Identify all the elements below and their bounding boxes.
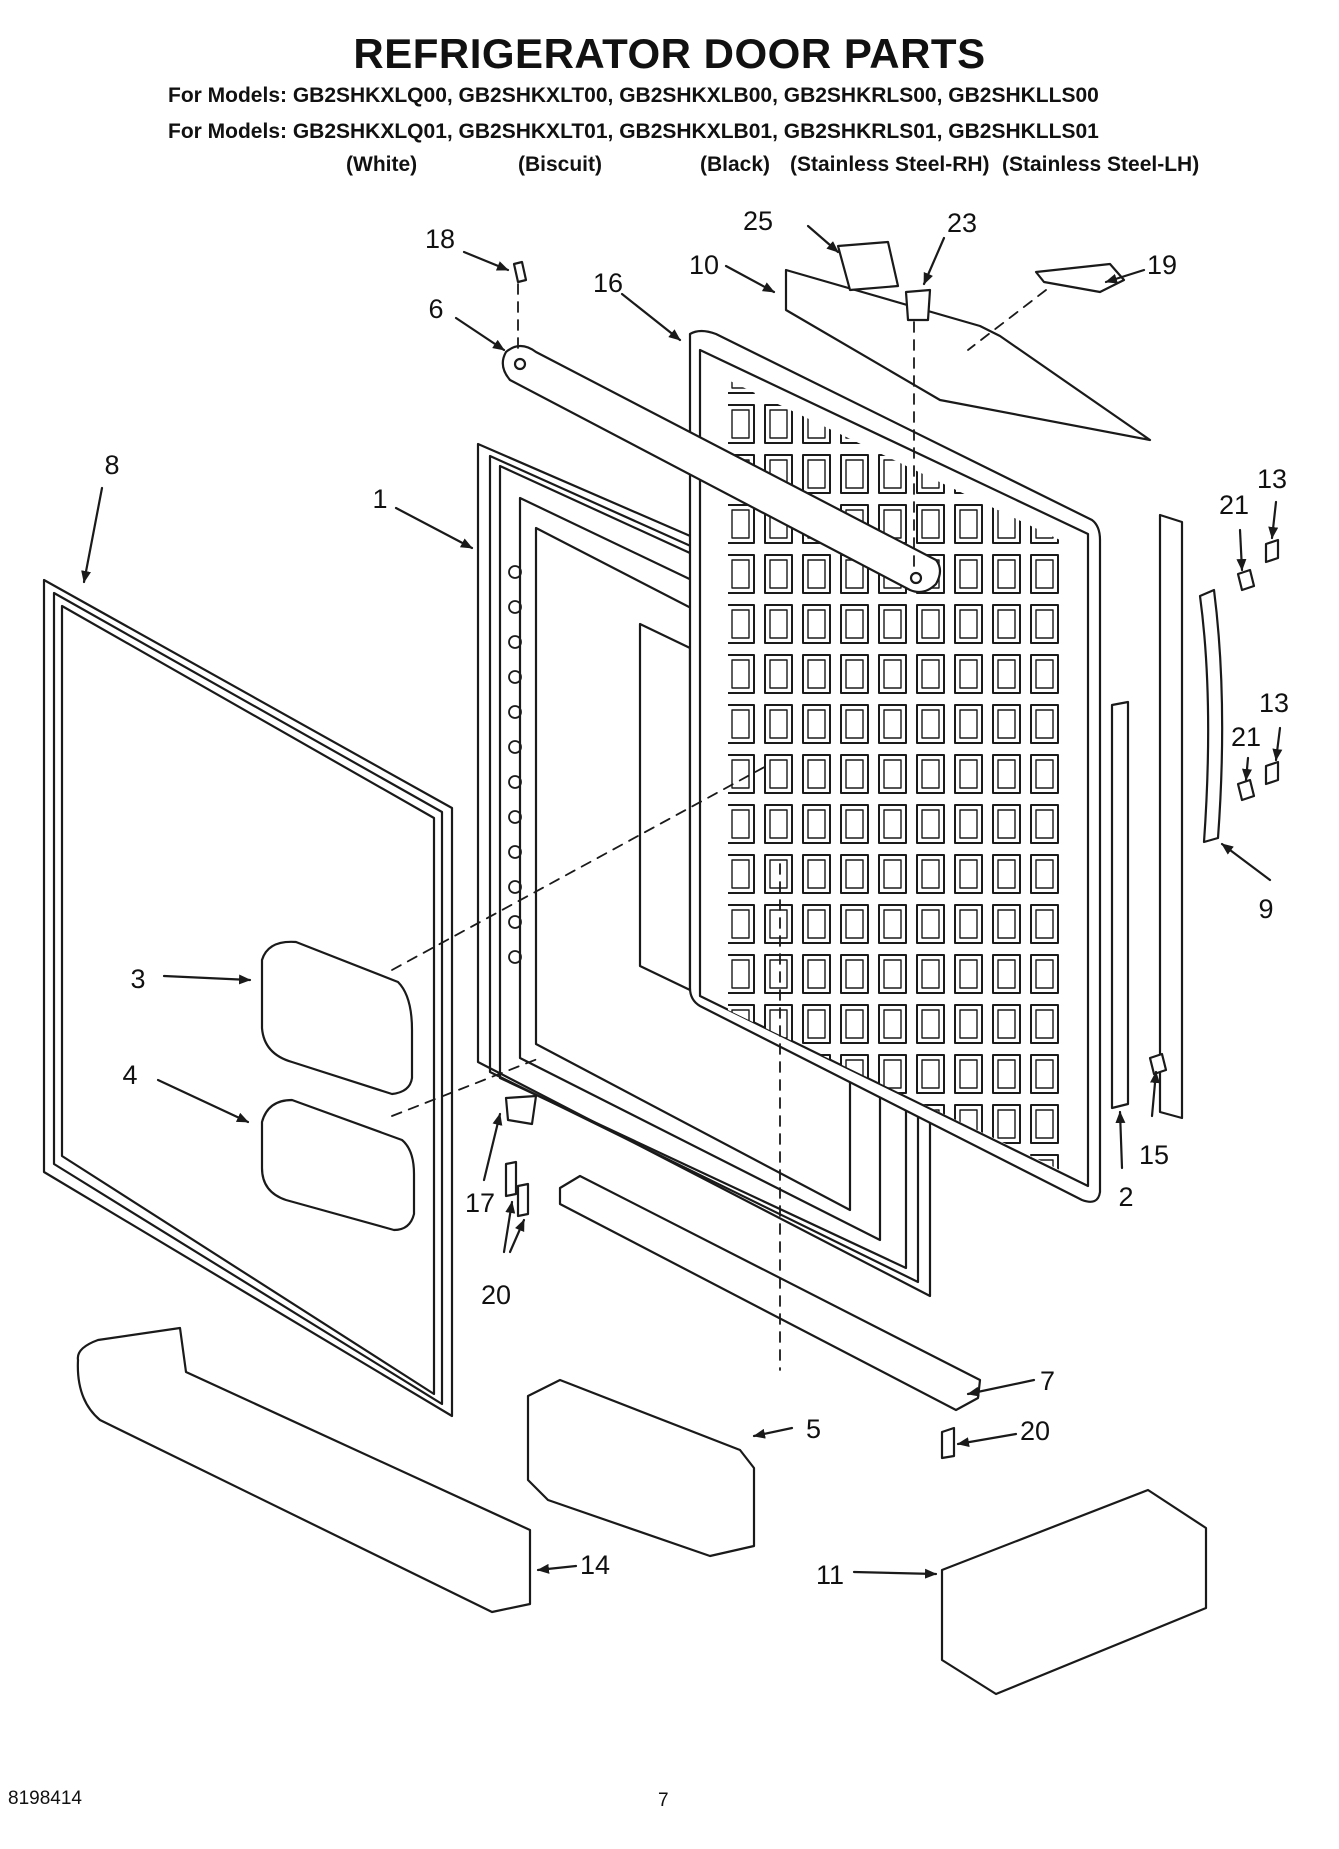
callout-13a: 13 (1257, 464, 1287, 494)
drip-tray (260, 1098, 416, 1232)
top-hinge-bracket (501, 344, 942, 594)
callout-20b: 20 (1020, 1416, 1050, 1446)
callout-9: 9 (1258, 894, 1273, 924)
color-biscuit: (Biscuit) (518, 153, 602, 176)
door-handle (1198, 588, 1224, 844)
hinge-hole (513, 357, 527, 371)
color-stainless-rh: (Stainless Steel-RH) (790, 153, 990, 176)
callout-7: 7 (1040, 1366, 1055, 1396)
dispenser-housing (260, 940, 414, 1096)
edge-trim (1158, 513, 1184, 1120)
callout-3: 3 (130, 964, 145, 994)
alignment-lines (391, 283, 1047, 1371)
color-stainless-lh: (Stainless Steel-LH) (1002, 153, 1200, 176)
callout-19: 19 (1147, 250, 1177, 280)
callout-21a: 21 (1219, 490, 1249, 520)
callout-5: 5 (806, 1414, 821, 1444)
callout-23: 23 (947, 208, 977, 238)
callout-21b: 21 (1231, 722, 1261, 752)
screws (504, 260, 1280, 1460)
callout-10: 10 (689, 250, 719, 280)
callout-11: 11 (816, 1560, 844, 1590)
page-number: 7 (658, 1790, 669, 1811)
callout-13b: 13 (1259, 688, 1289, 718)
door-bin (940, 1488, 1208, 1696)
models-line-2: For Models: GB2SHKXLQ01, GB2SHKXLT01, GB… (168, 120, 1099, 143)
callout-8: 8 (104, 450, 119, 480)
callout-2: 2 (1118, 1182, 1133, 1212)
callout-6: 6 (428, 294, 443, 324)
shelf-rail (1110, 700, 1130, 1110)
spacer-part (1034, 262, 1126, 294)
small-door-bin (526, 1378, 756, 1558)
color-white: (White) (346, 153, 418, 176)
callout-25: 25 (743, 206, 773, 236)
color-black: (Black) (700, 153, 771, 176)
bottom-hinge-bracket (558, 1174, 982, 1412)
large-door-bin (76, 1326, 532, 1614)
models-line-1: For Models: GB2SHKXLQ00, GB2SHKXLT00, GB… (168, 84, 1099, 107)
callout-14: 14 (580, 1550, 610, 1580)
hinge-hole (909, 571, 923, 585)
page-title: REFRIGERATOR DOOR PARTS (353, 30, 986, 77)
callout-16: 16 (593, 268, 623, 298)
callout-20a: 20 (481, 1280, 511, 1310)
callout-4: 4 (122, 1060, 137, 1090)
callout-1: 1 (372, 484, 387, 514)
door-top-panel (784, 268, 1152, 442)
back-liner-panel (688, 329, 1102, 1203)
document-number: 8198414 (8, 1788, 82, 1809)
plug-part (904, 288, 932, 322)
callout-15: 15 (1139, 1140, 1169, 1170)
callout-17: 17 (465, 1188, 495, 1218)
leader-lines (81, 224, 1283, 1579)
label-part (836, 240, 900, 292)
callout-18: 18 (425, 224, 455, 254)
